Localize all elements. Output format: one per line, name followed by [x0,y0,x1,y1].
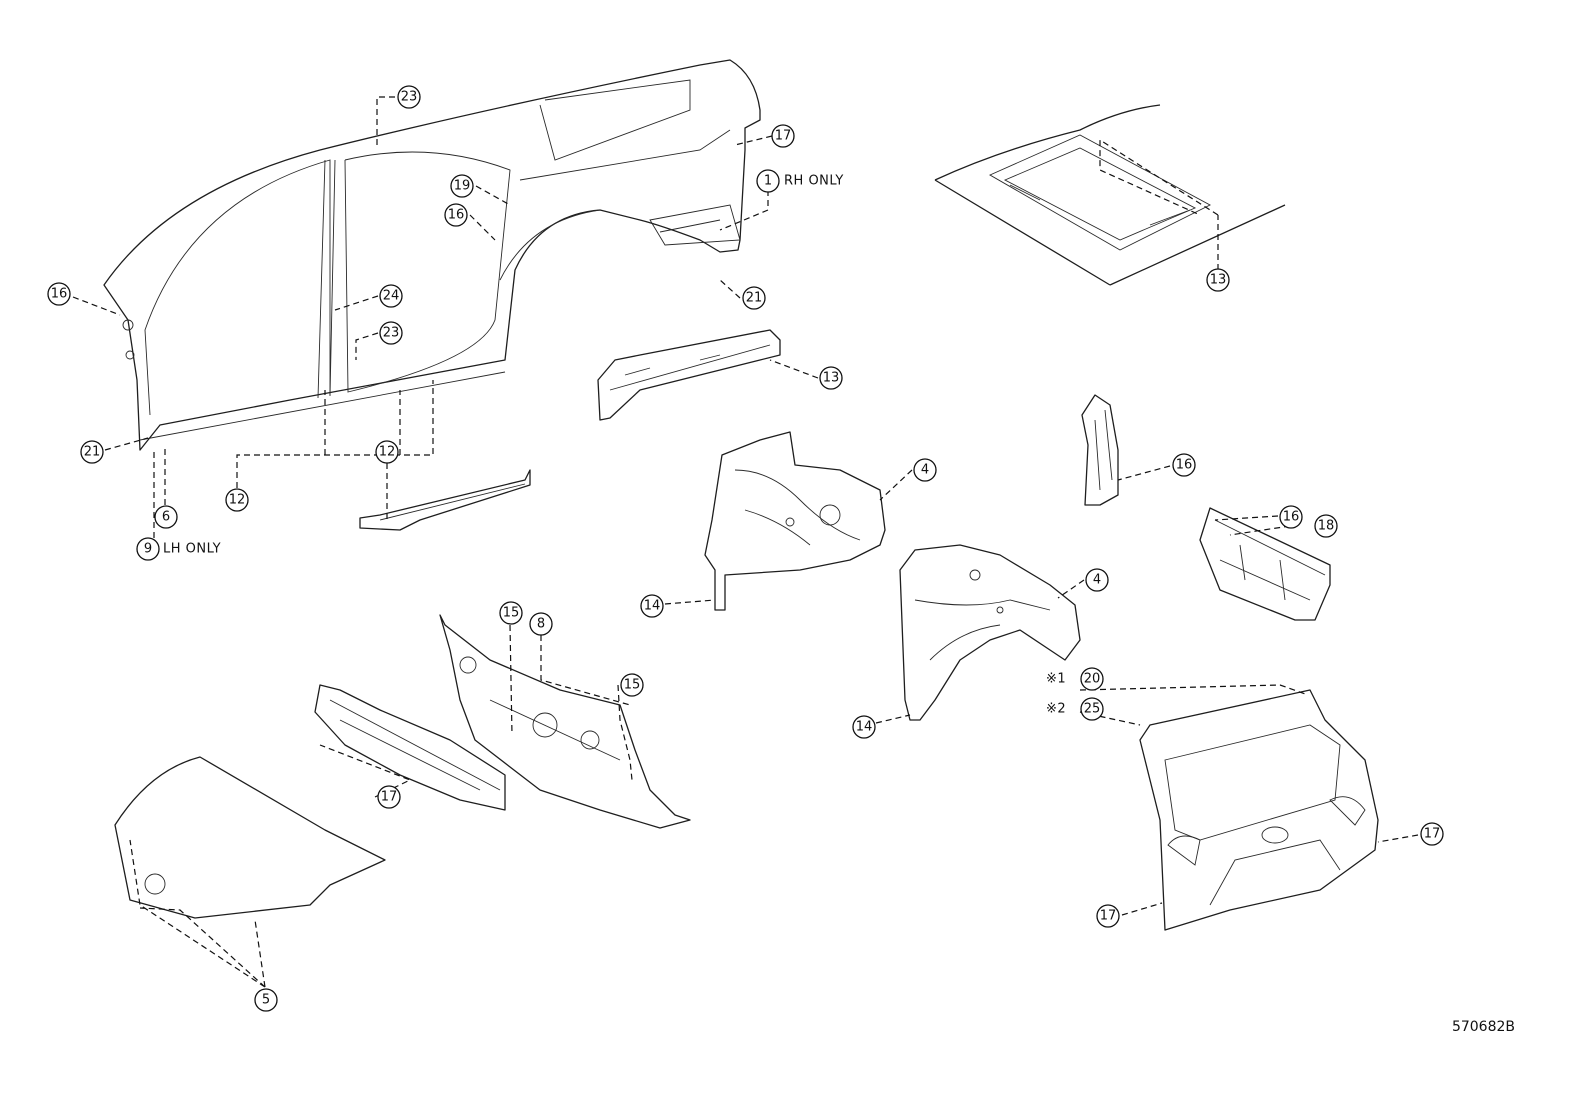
callout-label: 13 [1210,273,1227,288]
callout-25: ※2 25 [1046,697,1104,721]
callout-label: 21 [746,291,763,306]
callout-label: 5 [262,993,270,1008]
callout-label: 14 [644,599,661,614]
back-door [1139,689,1379,931]
side-body-panel [103,59,761,451]
center-pillar [1081,394,1119,506]
back-panel [1199,507,1331,621]
callout-label: 13 [823,371,840,386]
callout-label: 12 [229,493,246,508]
callout-label: 17 [1424,827,1441,842]
callout-label: 24 [383,289,400,304]
rocker-rail [597,329,781,421]
callout-label: 16 [448,208,465,223]
callout-label: 17 [381,790,398,805]
callout-15: 15 [620,673,644,697]
callout-13: 13 [1206,268,1230,292]
callout-label: 8 [537,617,545,632]
callout-16: 16 [1279,505,1303,529]
callout-label: 20 [1084,672,1101,687]
callout-12: 12 [225,488,249,512]
callout-label: 9 [144,542,152,557]
callout-label: 6 [162,510,170,525]
roof-panel [934,104,1286,286]
callout-label: 14 [856,720,873,735]
callout-17: 17 [1096,904,1120,928]
callout-label: 15 [624,678,641,693]
callout-label: 23 [383,326,400,341]
callout-8: 8 [529,612,553,636]
callout-label: 16 [1176,458,1193,473]
callout-14: 14 [852,715,876,739]
callout-label: 12 [379,445,396,460]
callout-24: 24 [379,284,403,308]
callout-label: 4 [1093,573,1101,588]
leader-lines [72,96,1419,988]
callout-21: 21 [80,440,104,464]
callout-16: 16 [47,282,71,306]
callout-label: 4 [921,463,929,478]
callout-label: 17 [775,129,792,144]
callouts: 23 17 1 RH ONLY 19 16 16 24 23 [47,85,1444,1012]
callout-label: 16 [1283,510,1300,525]
callout-label: 17 [1100,909,1117,924]
note-mark-1: ※1 [1046,672,1066,687]
callout-17: 17 [771,124,795,148]
callout-label: 23 [401,90,418,105]
callout-19: 19 [450,174,474,198]
lh-only-note: LH ONLY [163,542,221,557]
callout-4: 4 [913,458,937,482]
callout-9: 9 LH ONLY [136,537,221,561]
callout-5: 5 [254,988,278,1012]
note-mark-2: ※2 [1046,702,1066,717]
callout-23: 23 [379,321,403,345]
hood-panel [114,756,386,919]
callout-label: 18 [1318,519,1335,534]
callout-12: 12 [375,440,399,464]
drawing-id: 570682B [1452,1019,1515,1035]
callout-21: 21 [742,286,766,310]
callout-16: 16 [444,203,468,227]
callout-label: 25 [1084,702,1101,717]
callout-17: 17 [377,785,401,809]
rh-only-note: RH ONLY [784,174,844,189]
callout-label: 15 [503,606,520,621]
callout-18: 18 [1314,514,1338,538]
callout-1: 1 RH ONLY [756,169,844,193]
callout-label: 19 [454,179,471,194]
callout-23: 23 [397,85,421,109]
callout-20: ※1 20 [1046,667,1104,691]
callout-13: 13 [819,366,843,390]
callout-16: 16 [1172,453,1196,477]
cowl-top-panel [314,684,506,811]
rocker-reinforcement [359,469,531,531]
callout-14: 14 [640,594,664,618]
callout-label: 16 [51,287,68,302]
callout-15: 15 [499,601,523,625]
callout-label: 1 [764,174,772,189]
callout-17: 17 [1420,822,1444,846]
callout-4: 4 [1085,568,1109,592]
wheel-house-front [704,431,886,611]
dash-panel [439,614,691,829]
wheel-house-rear [899,544,1081,721]
callout-6: 6 [154,505,178,529]
callout-label: 21 [84,445,101,460]
